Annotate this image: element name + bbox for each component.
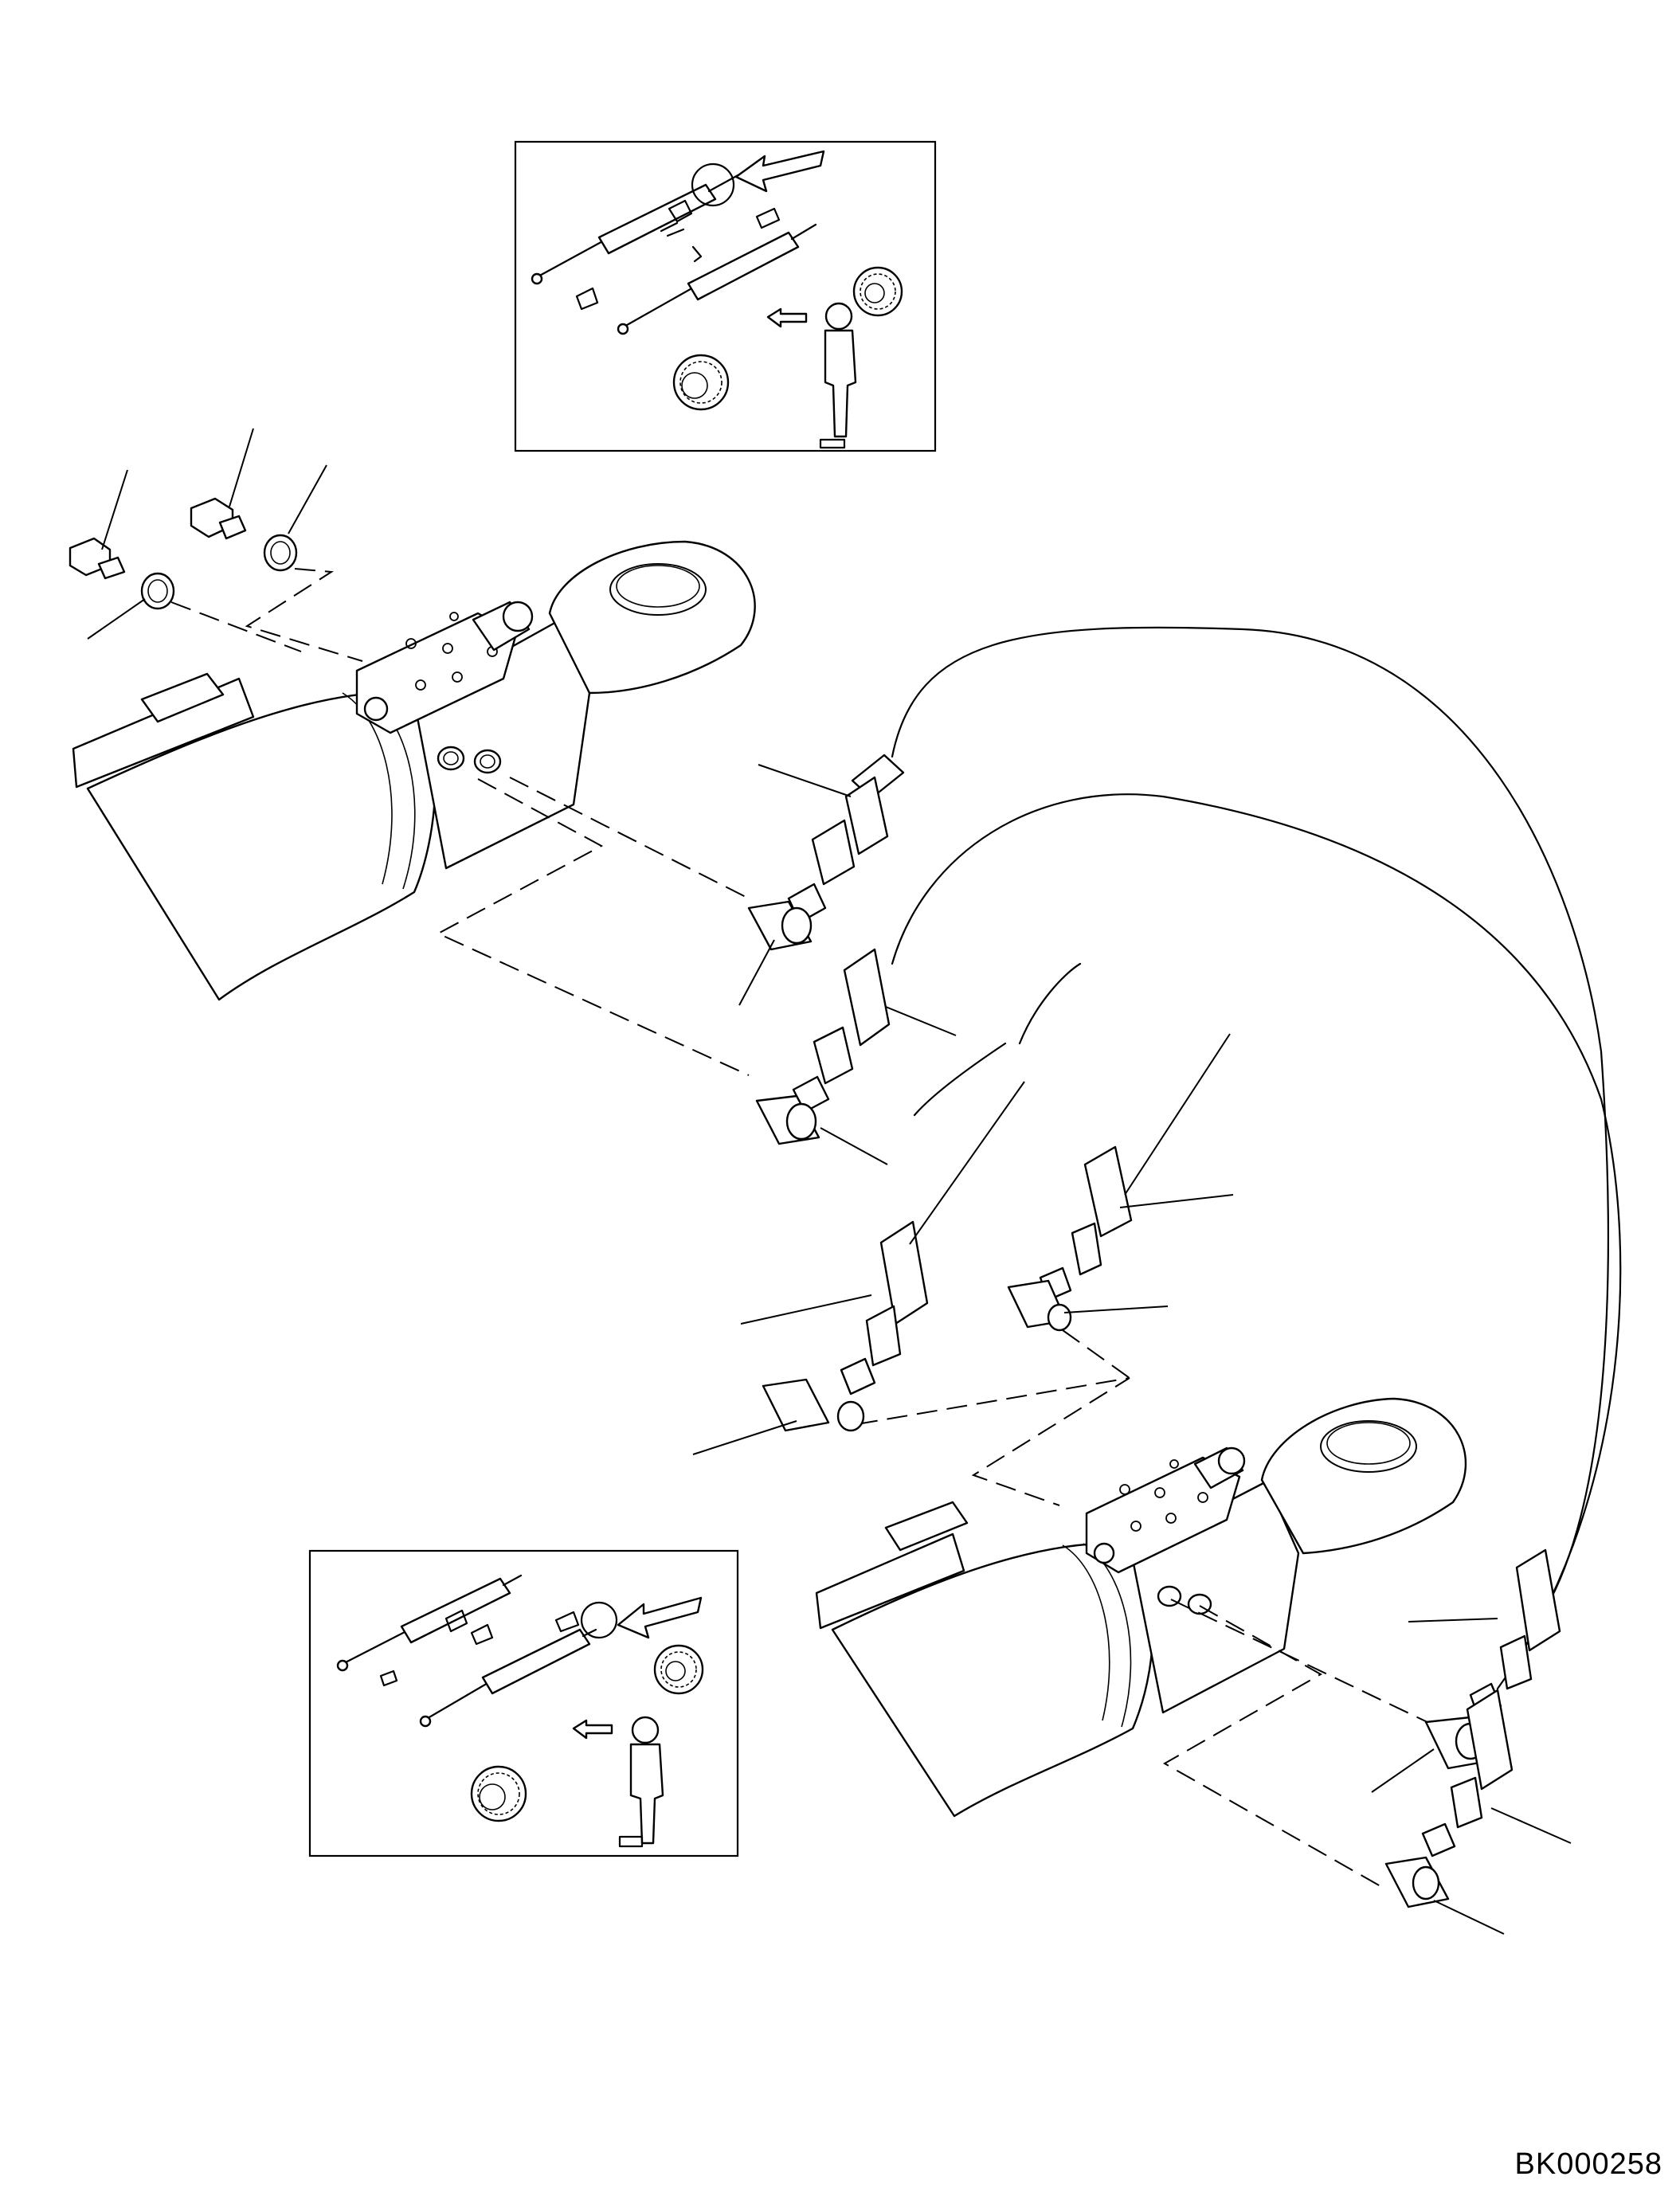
inset-bottom-sprocket-icon-lower <box>470 1765 527 1822</box>
oring-left <box>140 572 175 610</box>
inset-bottom-valve-parts <box>379 1609 580 1687</box>
inset-top-sprocket-icon-upper <box>852 266 903 317</box>
inset-top-operator-figure-icon <box>819 302 857 449</box>
hose-fitting-3 <box>762 1220 929 1432</box>
hose-fitting-1 <box>747 754 905 951</box>
inset-top-arrow-icon <box>734 150 825 193</box>
location-inset-bottom <box>308 1549 739 1857</box>
inset-bottom-view-arrow-icon <box>572 1719 613 1740</box>
drawing-reference-code: BK000258 <box>1514 2147 1662 2181</box>
cylinder-right-valve-block <box>1085 1456 1241 1574</box>
cylinder-left-valve-block <box>355 612 518 734</box>
cylinder-right-rod <box>815 1533 965 1630</box>
inset-bottom-cylinder-upper <box>336 1574 523 1672</box>
hose-fitting-6 <box>1384 1689 1514 1908</box>
inset-bottom-arrow-icon <box>617 1596 703 1639</box>
oring-right <box>263 534 298 572</box>
inset-top-highlight-circle <box>691 162 735 207</box>
location-inset-top <box>514 140 937 452</box>
plug-left <box>69 537 126 580</box>
inset-bottom-highlight-circle <box>580 1601 618 1639</box>
hose-center <box>913 962 1082 1117</box>
hose-fitting-2 <box>755 948 891 1145</box>
inset-top-view-arrow-icon <box>766 307 808 328</box>
inset-bottom-cylinder-lower <box>419 1628 597 1728</box>
cylinder-left-assembly <box>72 540 756 1001</box>
inset-top-sprocket-icon-lower <box>672 354 730 411</box>
cylinder-left-eye <box>548 540 756 695</box>
inset-bottom-sprocket-icon-upper <box>653 1644 704 1695</box>
hose-fitting-4 <box>1007 1145 1133 1332</box>
inset-top-cylinder-lower <box>617 223 817 335</box>
cylinder-right-assembly <box>815 1397 1467 1818</box>
plug-right <box>190 497 247 540</box>
hose-upper-left <box>891 626 1622 1690</box>
inset-bottom-operator-figure-icon <box>618 1716 664 1848</box>
leader-lines <box>87 428 1572 1935</box>
inset-top-valve-parts <box>575 199 781 311</box>
cylinder-right-eye <box>1260 1397 1467 1555</box>
